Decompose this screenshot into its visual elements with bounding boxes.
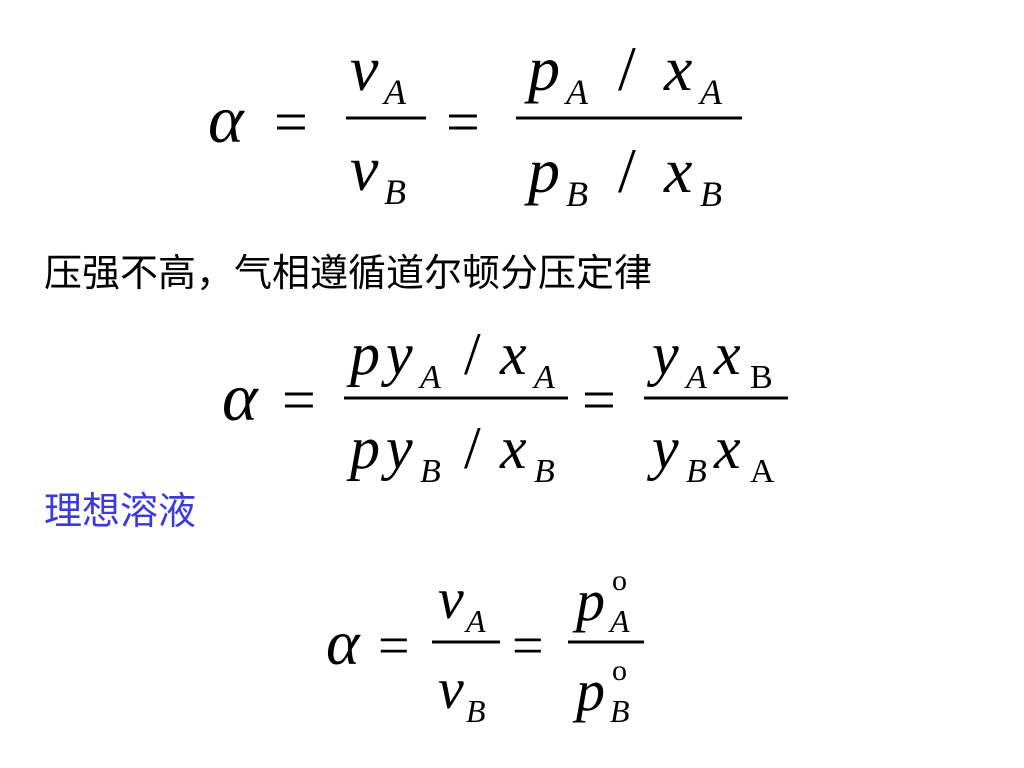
subscript-A: A (532, 359, 555, 396)
subscript-B: B (384, 172, 406, 212)
equals-sign: = (282, 367, 316, 433)
subscript-A: A (698, 72, 723, 112)
caption-low-pressure: 压强不高，气相遵循道尔顿分压定律 (44, 251, 653, 295)
var-p: p (572, 658, 605, 723)
subscript-A: A (750, 453, 775, 490)
slash: / (464, 415, 481, 481)
subscript-A: A (382, 72, 407, 112)
caption-ideal-solution: 理想溶液 (44, 489, 197, 533)
var-p: p (346, 415, 380, 481)
var-x: x (663, 135, 692, 206)
var-p: p (524, 135, 560, 206)
var-v: v (438, 566, 464, 631)
slash: / (464, 321, 481, 387)
var-p: p (346, 321, 380, 387)
var-p: p (572, 568, 605, 633)
var-y: y (380, 321, 413, 387)
slash: / (618, 33, 636, 104)
alpha-symbol: α (222, 359, 259, 435)
var-v: v (350, 133, 379, 204)
equals-sign: = (274, 89, 308, 155)
var-x: x (499, 321, 527, 387)
var-x: x (713, 321, 741, 387)
var-p: p (524, 33, 560, 104)
var-x: x (713, 415, 741, 481)
var-y: y (646, 321, 679, 387)
subscript-A: A (608, 603, 630, 639)
var-x: x (499, 415, 527, 481)
var-y: y (380, 415, 413, 481)
slash: / (618, 135, 636, 206)
var-y: y (646, 415, 679, 481)
subscript-B: B (566, 174, 588, 214)
subscript-A: A (564, 72, 589, 112)
equals-sign: = (512, 615, 544, 677)
subscript-A: A (464, 603, 486, 639)
subscript-B: B (534, 453, 555, 490)
subscript-B: B (700, 174, 722, 214)
alpha-symbol: α (326, 607, 361, 678)
var-x: x (663, 33, 692, 104)
subscript-B: B (466, 693, 486, 729)
equals-sign: = (582, 367, 616, 433)
equals-sign: = (446, 89, 480, 155)
subscript-B: B (686, 453, 707, 490)
superscript-o: o (612, 564, 627, 597)
subscript-A: A (418, 359, 441, 396)
subscript-B: B (420, 453, 441, 490)
var-v: v (350, 33, 379, 104)
subscript-A: A (684, 359, 707, 396)
subscript-B: B (610, 693, 630, 729)
var-v: v (438, 656, 464, 721)
equals-sign: = (378, 615, 410, 677)
subscript-B: B (750, 359, 773, 396)
superscript-o: o (612, 654, 627, 687)
alpha-symbol: α (208, 81, 245, 157)
